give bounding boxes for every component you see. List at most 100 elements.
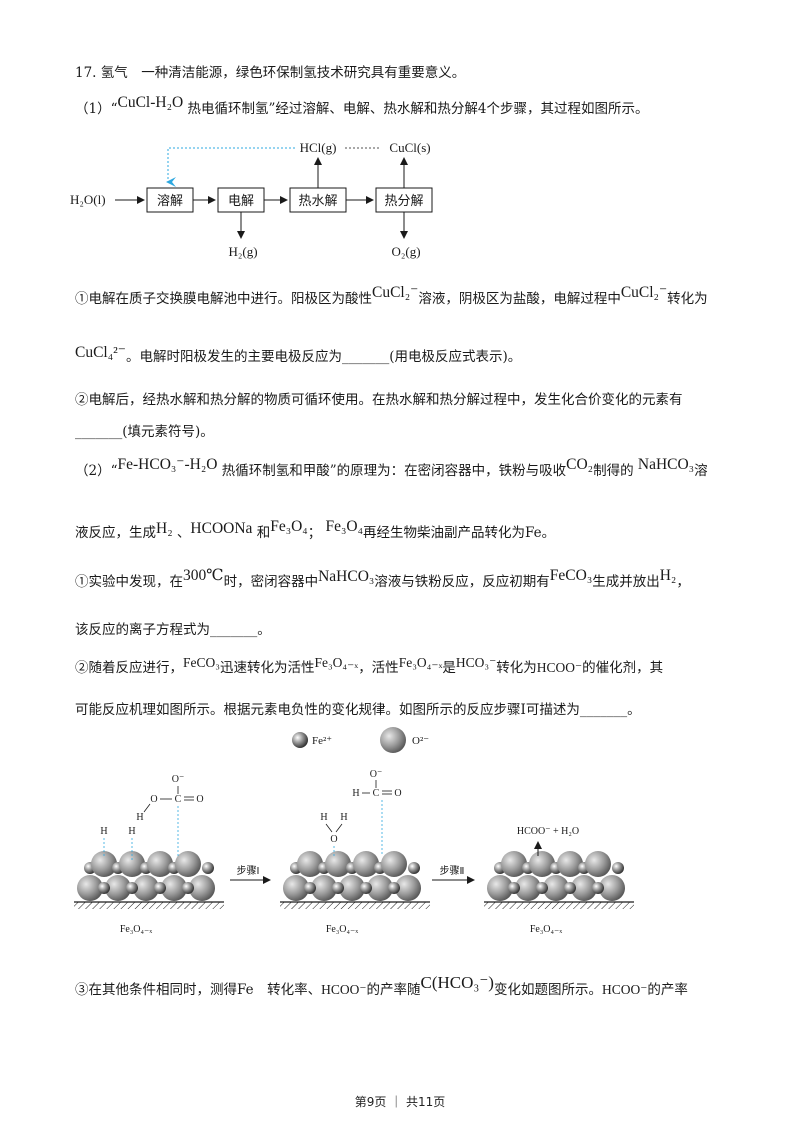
mechanism-diagram: Fe²⁺ O²⁻ Fe₃O₄₋ₓ Fe₃O₄₋ₓ Fe₃O₄₋ₓ H H O⁻ …: [74, 727, 635, 935]
flow-input-label: H₂O(l): [70, 192, 106, 207]
formula-hcoo: HCOO⁻: [601, 982, 648, 997]
part2-line1: （2）“Fe-HCO₃⁻-H₂O 热循环制氢和甲酸”的原理为：在密闭容器中，铁粉…: [75, 456, 708, 480]
part2-number: （2）: [75, 463, 111, 479]
formula-hco3: HCO₃⁻: [455, 655, 497, 670]
part1-sub1-line2: CuCl₄²⁻。电解时阳极发生的主要电极反应为_______(用电极反应式表示)…: [75, 344, 522, 366]
text-span: 生成并放出: [592, 574, 660, 590]
part2-sub1-line2: 该反应的离子方程式为_______。: [75, 622, 271, 638]
stage2-o-atom: O: [394, 788, 401, 799]
temperature: 300℃: [183, 567, 224, 584]
stage1-h-atom: H: [100, 826, 107, 837]
formula-cucl2: CuCl₂⁻: [620, 284, 668, 301]
stage1-c-atom: C: [175, 794, 182, 805]
text-span: ①实验中发现，在: [75, 574, 183, 590]
part1-sub1-line1: ①电解在质子交换膜电解池中进行。阳极区为酸性CuCl₂⁻溶液，阴极区为盐酸，电解…: [75, 284, 708, 308]
part2-sub2-line1: ②随着反应进行，FeCO₃迅速转化为活性Fe₃O₄₋ₓ，活性Fe₃O₄₋ₓ是HC…: [75, 655, 664, 677]
text-span: 再经生物柴油副产品转化为Fe。: [363, 525, 556, 541]
legend-fe-label: Fe²⁺: [312, 735, 332, 747]
part1-quote: “: [110, 101, 118, 117]
flow-step-hydrolysis: 热水解: [298, 194, 337, 209]
text-span: 、: [176, 525, 191, 541]
formula-cucl2: CuCl₂⁻: [372, 284, 419, 301]
formula-fe3o4x: Fe₃O₄₋ₓ: [398, 655, 443, 670]
part2-formula: Fe-HCO₃⁻-H₂O: [117, 456, 218, 473]
flow-step-electrolysis: 电解: [228, 194, 254, 209]
flow-hcl-label: HCl(g): [300, 140, 337, 155]
stage2-h-atom: H: [340, 812, 347, 823]
formula-fe3o4: Fe₃O₄: [270, 518, 308, 535]
stage1-h-atom: H: [128, 826, 135, 837]
formula-fe3o4: Fe₃O₄: [325, 518, 364, 535]
formula-nahco3: NaHCO₃: [318, 568, 375, 585]
stage2-h-atom: H: [352, 788, 359, 799]
formula-nahco3: NaHCO₃: [637, 456, 695, 473]
stage2-c-atom: C: [373, 788, 380, 799]
text-span: 是: [442, 660, 456, 676]
stage1-o-minus: O⁻: [172, 774, 185, 785]
legend-o-icon: [380, 727, 406, 753]
text-span: 。电解时阳极发生的主要电极反应为_______(用电极反应式表示)。: [125, 349, 522, 365]
surface-label-1: Fe₃O₄₋ₓ: [120, 924, 152, 935]
flow-step-decomposition: 热分解: [384, 194, 423, 209]
text-span: 迅速转化为活性: [219, 660, 315, 676]
flow-step-dissolve: 溶解: [157, 194, 183, 209]
catalyst-surface-3: [483, 850, 635, 910]
stage2-o-atom: O: [330, 834, 337, 845]
stage1-o-atom: O: [150, 794, 157, 805]
stage1-o-atom: O: [196, 794, 203, 805]
part2-sub2-line2: 可能反应机理如图所示。根据元素电负性的变化规律。如图所示的反应步骤Ⅰ可描述为__…: [75, 702, 641, 718]
text-span: ，: [676, 574, 690, 590]
text-span: ③在其他条件相同时，测得Fe 转化率、: [75, 982, 322, 998]
formula-hcoo: HCOO⁻: [536, 660, 583, 675]
formula-hcoona: HCOONa: [190, 520, 253, 537]
surface-label-2: Fe₃O₄₋ₓ: [326, 924, 358, 935]
text-span: 和: [256, 525, 271, 541]
flow-cucl-label: CuCl(s): [389, 140, 430, 155]
text-span: 制得的: [593, 463, 634, 479]
catalyst-surface: [74, 851, 224, 909]
part1-sub2-line2: _______(填元素符号)。: [75, 424, 214, 440]
text-span: 溶液，阴极区为盐酸，电解过程中: [418, 291, 621, 307]
text-span: 液反应，生成: [75, 525, 156, 541]
step2-label: 步骤Ⅱ: [440, 865, 465, 877]
text-span: ；: [307, 525, 322, 541]
part1-text: 热电循环制氢”经过溶解、电解、热水解和热分解4个步骤，其过程如图所示。: [187, 101, 649, 117]
formula-h2: H₂: [156, 520, 173, 537]
text-span: ①电解在质子交换膜电解池中进行。阳极区为酸性: [75, 291, 372, 307]
part2-line2: 液反应，生成H₂ 、HCOONa 和Fe₃O₄； Fe₃O₄再经生物柴油副产品转…: [75, 518, 556, 542]
text-span: 热循环制氢和甲酸”的原理为：在密闭容器中，铁粉与吸收: [221, 463, 567, 479]
product-label: HCOO⁻ + H₂O: [517, 826, 579, 837]
text-span: 时，密闭容器中: [223, 574, 319, 590]
text-span: 转化为: [496, 660, 537, 676]
text-span: 转化为: [667, 291, 708, 307]
text-span: 的催化剂，其: [582, 660, 664, 676]
part1-sub2-line1: ②电解后，经热水解和热分解的物质可循环使用。在热水解和热分解过程中，发生化合价变…: [75, 392, 683, 408]
legend-o-label: O²⁻: [412, 735, 429, 747]
formula-feco3: FeCO₃: [183, 655, 220, 670]
page-footer: 第9页 ｜ 共11页: [354, 1095, 446, 1109]
text-span: ，活性: [358, 660, 399, 676]
part1-intro: （1）“CuCl-H₂O 热电循环制氢”经过溶解、电解、热水解和热分解4个步骤，…: [75, 94, 649, 118]
legend-fe-icon: [292, 732, 308, 748]
text-span: “: [110, 463, 118, 479]
formula-co2: CO₂: [566, 456, 594, 473]
stage2-o-minus: O⁻: [370, 769, 383, 780]
formula-h2: H₂: [659, 567, 677, 584]
part2-sub1-line1: ①实验中发现，在300℃时，密闭容器中NaHCO₃溶液与铁粉反应，反应初期有Fe…: [75, 567, 690, 591]
catalyst-surface-2: [279, 850, 431, 910]
question-title: 17. 氢气 一种清洁能源，绿色环保制氢技术研究具有重要意义。: [75, 65, 466, 81]
part2-sub3-line1: ③在其他条件相同时，测得Fe 转化率、HCOO⁻的产率随C(HCO₃⁻)变化如题…: [75, 974, 688, 999]
surface-label-3: Fe₃O₄₋ₓ: [530, 924, 562, 935]
text-span: 的产率: [647, 982, 688, 998]
flow-diagram: H₂O(l) 溶解 电解 热水解 热分解 HCl(g) CuCl(s) H₂(g…: [70, 140, 433, 259]
formula-c-hco3: C(HCO₃⁻): [420, 973, 494, 992]
formula-feco3: FeCO₃: [549, 567, 593, 584]
flow-h2-label: H₂(g): [228, 244, 257, 259]
part1-formula: CuCl-H₂O: [117, 94, 184, 111]
formula-hcoo: HCOO⁻: [321, 982, 367, 997]
part1-number: （1）: [75, 101, 111, 117]
text-span: 溶: [694, 463, 708, 479]
formula-fe3o4x: Fe₃O₄₋ₓ: [314, 655, 359, 670]
stage2-h-atom: H: [320, 812, 327, 823]
stage1-h-atom: H: [136, 812, 143, 823]
